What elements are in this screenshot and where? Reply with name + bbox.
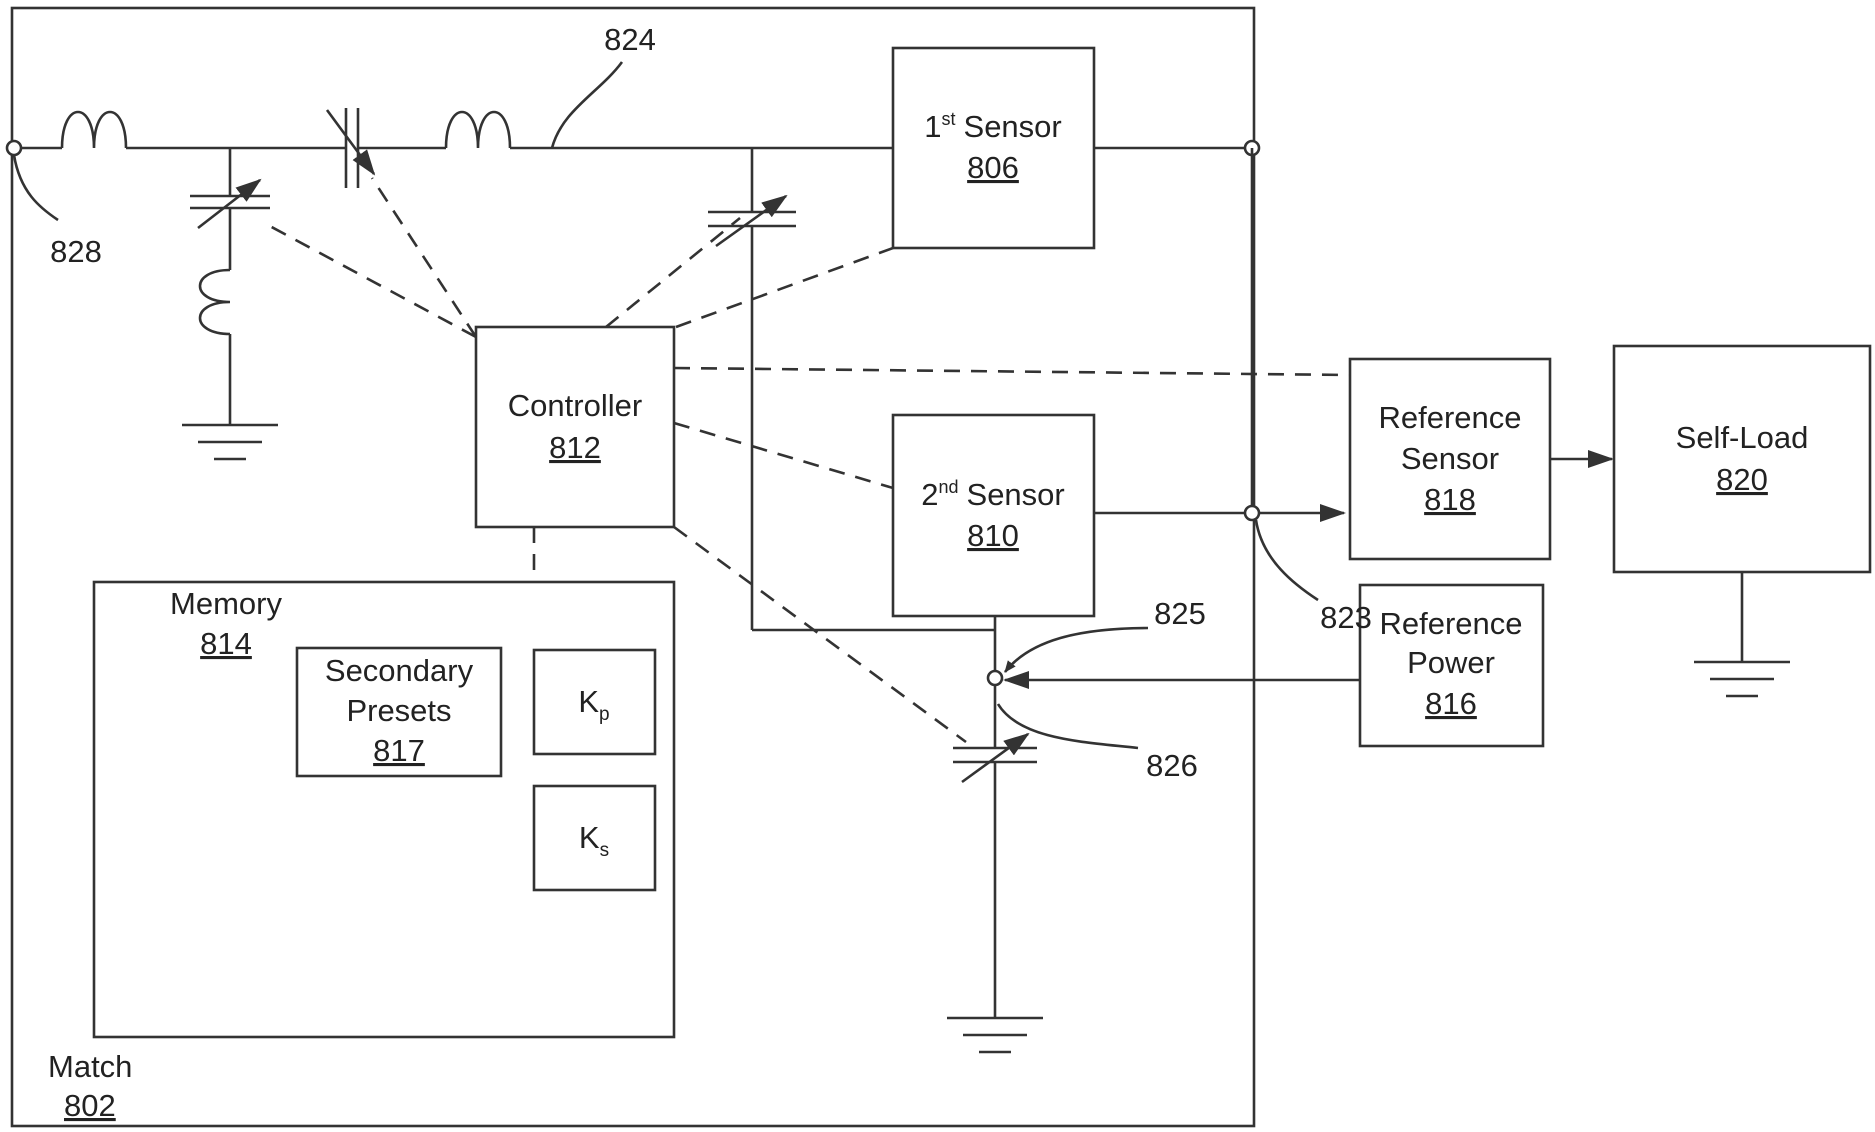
self-load-number: 820 — [1716, 462, 1768, 497]
callout-826-leader — [996, 703, 1139, 750]
reference-power-line2: Power — [1407, 645, 1495, 680]
callout-823: 823 — [1320, 600, 1372, 635]
match-number: 802 — [64, 1088, 116, 1123]
inductor-2 — [444, 110, 512, 149]
callout-826: 826 — [1146, 748, 1198, 783]
callout-824-leader — [550, 61, 624, 149]
secondary-presets-box — [295, 646, 503, 778]
callout-823-leader — [1254, 519, 1319, 602]
shunt-branch-2 — [708, 148, 995, 632]
controller-number: 812 — [549, 430, 601, 465]
ks-box — [532, 784, 657, 892]
secondary-presets-number: 817 — [373, 733, 425, 768]
sensor-2-box — [891, 413, 1096, 618]
secondary-presets-line1: Secondary — [325, 653, 474, 688]
reference-sensor-line1: Reference — [1378, 400, 1521, 435]
callout-828: 828 — [50, 234, 102, 269]
secondary-presets-line2: Presets — [346, 693, 451, 728]
self-load-box — [1612, 344, 1872, 574]
node-823 — [1243, 504, 1261, 522]
sensor-2-number: 810 — [967, 518, 1019, 553]
callout-828-leader — [12, 154, 59, 222]
sensor-2-shunt — [947, 616, 1043, 1054]
reference-power-box — [1358, 583, 1545, 748]
input-node — [5, 139, 23, 157]
match-boundary — [10, 6, 1256, 1128]
reference-sensor-number: 818 — [1424, 482, 1476, 517]
callout-825: 825 — [1154, 596, 1206, 631]
memory-label: Memory — [170, 586, 282, 621]
sensor-1-number: 806 — [967, 150, 1019, 185]
controller-label: Controller — [508, 388, 642, 423]
shunt-branch-1 — [182, 148, 278, 461]
control-lines — [265, 177, 1351, 744]
self-load-ground — [1694, 572, 1790, 698]
reference-power-number: 816 — [1425, 686, 1477, 721]
node-825 — [986, 669, 1004, 687]
memory-number: 814 — [200, 626, 252, 661]
callout-824: 824 — [604, 22, 656, 57]
callout-825-leader — [1003, 626, 1149, 673]
sensor-1-box — [891, 46, 1096, 250]
match-label: Match — [48, 1049, 132, 1084]
ks-label: Ks — [579, 820, 609, 861]
reference-power-line1: Reference — [1379, 606, 1522, 641]
series-variable-capacitor — [325, 108, 376, 188]
reference-sensor-line2: Sensor — [1401, 441, 1499, 476]
kp-label: Kp — [578, 684, 609, 725]
kp-box — [532, 648, 657, 756]
inductor-1 — [60, 110, 128, 149]
self-load-label: Self-Load — [1676, 420, 1809, 455]
controller-box — [474, 325, 676, 529]
